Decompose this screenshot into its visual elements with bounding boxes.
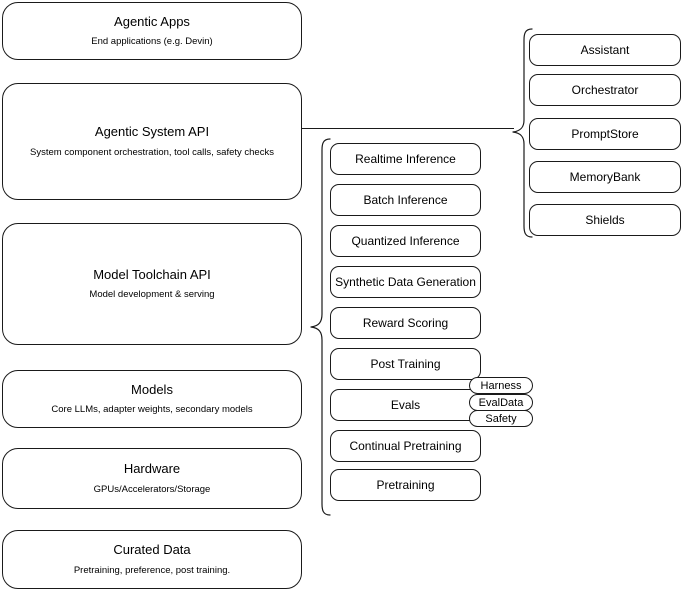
layer-curated-data[interactable]: Curated Data Pretraining, preference, po… xyxy=(2,530,302,589)
layer-hardware[interactable]: Hardware GPUs/Accelerators/Storage xyxy=(2,448,302,509)
capability-label: Evals xyxy=(390,397,421,412)
capability-quantized-inference[interactable]: Quantized Inference xyxy=(330,225,481,257)
layer-subtitle: End applications (e.g. Devin) xyxy=(91,36,213,48)
capability-label: Reward Scoring xyxy=(362,315,449,330)
capability-label: Post Training xyxy=(370,356,441,371)
capability-realtime-inference[interactable]: Realtime Inference xyxy=(330,143,481,175)
badge-label: Safety xyxy=(485,412,517,425)
brace-system-components xyxy=(512,28,533,238)
capability-evals[interactable]: Evals xyxy=(330,389,481,421)
badge-evaldata[interactable]: EvalData xyxy=(469,394,533,411)
badge-harness[interactable]: Harness xyxy=(469,377,533,394)
capability-reward-scoring[interactable]: Reward Scoring xyxy=(330,307,481,339)
layer-model-toolchain-api[interactable]: Model Toolchain API Model development & … xyxy=(2,223,302,345)
component-shields[interactable]: Shields xyxy=(529,204,681,236)
layer-subtitle: Pretraining, preference, post training. xyxy=(73,564,231,576)
component-promptstore[interactable]: PromptStore xyxy=(529,118,681,150)
layer-subtitle: Model development & serving xyxy=(89,289,215,301)
component-label: MemoryBank xyxy=(569,169,641,184)
brace-toolchain-capabilities xyxy=(310,138,331,516)
layer-models[interactable]: Models Core LLMs, adapter weights, secon… xyxy=(2,370,302,428)
capability-post-training[interactable]: Post Training xyxy=(330,348,481,380)
capability-batch-inference[interactable]: Batch Inference xyxy=(330,184,481,216)
capability-pretraining[interactable]: Pretraining xyxy=(330,469,481,501)
capability-label: Continual Pretraining xyxy=(349,438,462,453)
layer-subtitle: GPUs/Accelerators/Storage xyxy=(93,483,211,495)
connector-system-api-to-components xyxy=(302,128,514,129)
layer-title: Agentic System API xyxy=(94,124,210,140)
capability-synthetic-data-generation[interactable]: Synthetic Data Generation xyxy=(330,266,481,298)
capability-label: Batch Inference xyxy=(363,192,448,207)
capability-label: Quantized Inference xyxy=(351,233,460,248)
layer-title: Models xyxy=(131,381,173,397)
layer-title: Agentic Apps xyxy=(114,13,190,29)
capability-continual-pretraining[interactable]: Continual Pretraining xyxy=(330,430,481,462)
layer-title: Curated Data xyxy=(113,542,191,558)
layer-title: Hardware xyxy=(123,461,181,477)
layer-subtitle: Core LLMs, adapter weights, secondary mo… xyxy=(51,404,253,416)
capability-label: Pretraining xyxy=(376,477,435,492)
component-label: PromptStore xyxy=(571,126,639,141)
layer-subtitle: System component orchestration, tool cal… xyxy=(30,146,274,158)
capability-label: Realtime Inference xyxy=(355,151,456,166)
capability-label: Synthetic Data Generation xyxy=(335,274,476,289)
layer-agentic-apps[interactable]: Agentic Apps End applications (e.g. Devi… xyxy=(2,2,302,60)
badge-label: Harness xyxy=(480,379,522,392)
component-assistant[interactable]: Assistant xyxy=(529,34,681,66)
layer-agentic-system-api[interactable]: Agentic System API System component orch… xyxy=(2,83,302,200)
badge-safety[interactable]: Safety xyxy=(469,410,533,427)
component-orchestrator[interactable]: Orchestrator xyxy=(529,74,681,106)
badge-label: EvalData xyxy=(478,396,524,409)
component-memorybank[interactable]: MemoryBank xyxy=(529,161,681,193)
component-label: Orchestrator xyxy=(571,82,639,97)
layer-title: Model Toolchain API xyxy=(93,266,211,282)
component-label: Shields xyxy=(585,212,625,227)
component-label: Assistant xyxy=(580,42,630,57)
